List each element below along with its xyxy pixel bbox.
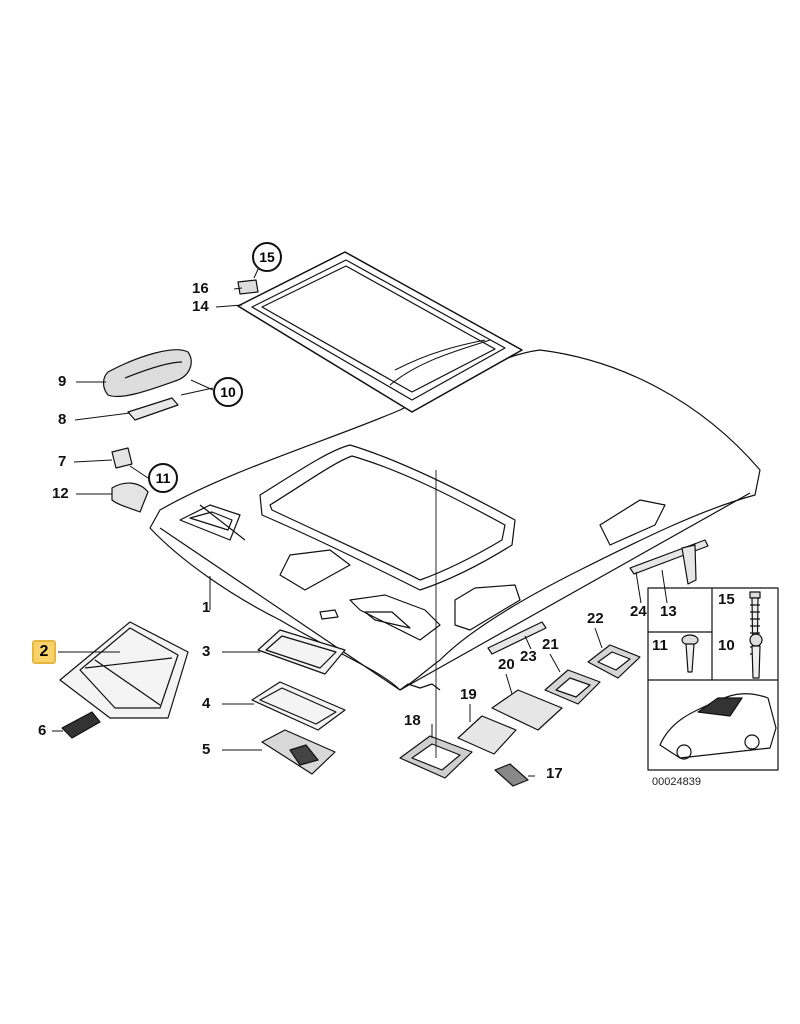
label-part-15: 15 (252, 242, 282, 272)
label-part-19: 19 (460, 686, 477, 703)
label-part-22: 22 (587, 610, 604, 627)
label-part-17: 17 (546, 765, 563, 782)
module-20-shape (491, 689, 563, 731)
headliner-part (149, 349, 761, 691)
module-19-shape (457, 715, 517, 755)
grab-handle-9-shape (102, 349, 192, 398)
label-part-23: 23 (520, 648, 537, 665)
catalog-number: 00024839 (652, 776, 701, 788)
label-part-7: 7 (58, 453, 67, 470)
label-part-11: 11 (148, 463, 178, 493)
label-part-6: 6 (38, 722, 47, 739)
cover-12-shape (111, 482, 149, 513)
button-17-shape (494, 763, 529, 787)
inset-label-15: 15 (718, 591, 735, 608)
clip-16-shape (237, 279, 259, 295)
label-part-14: 14 (192, 298, 209, 315)
bracket-8-shape (127, 397, 179, 421)
label-part-10: 10 (213, 377, 243, 407)
inset-hardware-box (647, 587, 779, 771)
label-part-18: 18 (404, 712, 421, 729)
panel-2-shape (59, 621, 189, 719)
frame-3-shape (257, 629, 346, 675)
label-part-20: 20 (498, 656, 515, 673)
cap-7-shape (111, 447, 133, 469)
lamp-6-shape (61, 711, 101, 739)
label-part-21: 21 (542, 636, 559, 653)
label-part-16: 16 (192, 280, 209, 297)
inset-label-10: 10 (718, 637, 735, 654)
label-part-5: 5 (202, 741, 211, 758)
inset-label-11: 11 (652, 637, 668, 654)
label-part-9: 9 (58, 373, 67, 390)
strap-23-shape (487, 621, 547, 655)
label-part-12: 12 (52, 485, 69, 502)
label-part-2-highlighted[interactable]: 2 (32, 640, 56, 664)
label-part-13: 13 (660, 603, 677, 620)
label-part-24: 24 (630, 603, 647, 620)
label-part-8: 8 (58, 411, 67, 428)
sunroof-frame-part (237, 251, 523, 413)
label-part-1: 1 (202, 599, 211, 616)
frame-4-shape (251, 681, 346, 731)
label-part-3: 3 (202, 643, 211, 660)
bracket-24-shape (629, 539, 709, 575)
label-part-4: 4 (202, 695, 211, 712)
